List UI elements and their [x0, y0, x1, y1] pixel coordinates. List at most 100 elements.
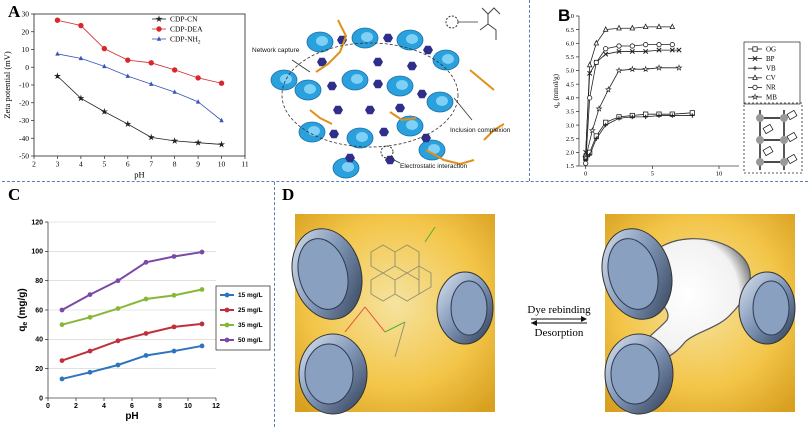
y-tick-label: 0: [39, 395, 43, 402]
linker: [345, 153, 355, 163]
imprinted-dye-molecule: [344, 226, 436, 358]
x-tick-label: 6: [130, 403, 134, 410]
data-point: [77, 94, 85, 102]
data-point: [148, 60, 154, 66]
series-line-1: [585, 49, 679, 153]
legend-marker: [224, 337, 230, 343]
x-tick-label: 6: [126, 160, 130, 169]
linker: [373, 57, 383, 67]
x-tick-label: 10: [716, 171, 723, 178]
x-tick-label: 11: [241, 160, 248, 169]
data-point: [171, 324, 177, 330]
legend-label: OG: [766, 45, 776, 53]
x-tick-label: 2: [74, 403, 78, 410]
y-tick-label: -30: [19, 116, 29, 125]
data-point: [615, 66, 623, 74]
data-point: [115, 338, 121, 344]
linker: [373, 79, 383, 89]
data-point: [143, 353, 149, 358]
y-tick-label: 6.5: [566, 27, 574, 34]
series-line-2: [585, 115, 693, 161]
data-point: [587, 95, 593, 101]
x-tick-label: 0: [46, 403, 50, 410]
data-point: [690, 113, 695, 118]
x-tick-label: 10: [184, 403, 192, 410]
dye-molecule: [483, 123, 505, 141]
cyclodextrin-cavity: [308, 126, 320, 136]
legend-label: CDP-NH2: [170, 35, 201, 46]
y-tick-label: 3.5: [566, 109, 574, 116]
vertical-divider-top: [529, 0, 530, 181]
legend-marker: [156, 36, 162, 41]
legend-label: CDP-CN: [170, 15, 198, 24]
panel-label-c: C: [8, 185, 21, 204]
panel-label-b: B: [558, 6, 571, 25]
y-tick-label: 1.5: [566, 163, 574, 170]
data-point: [147, 133, 155, 141]
data-point: [656, 47, 662, 53]
data-point: [199, 287, 205, 292]
y-tick-label: 3.0: [566, 122, 574, 129]
panel-d-rebinding-illustration: Dye rebinding Desorption: [291, 214, 796, 415]
legend-marker: [752, 56, 758, 62]
dye-molecule: [389, 111, 417, 122]
cyclodextrin-cavity: [436, 96, 448, 106]
series-line-0: [585, 112, 693, 159]
data-point: [669, 42, 675, 48]
linker: [383, 33, 393, 43]
legend-label: VB: [766, 65, 776, 73]
y-axis-label: Zeta potential (mV): [2, 51, 12, 119]
data-point: [643, 42, 649, 48]
data-point: [171, 67, 178, 73]
data-point: [115, 362, 121, 368]
series-line-2: [61, 288, 203, 326]
data-point: [675, 64, 683, 71]
network-capture-label: Network capture: [252, 47, 300, 54]
cyclodextrin-cavity: [428, 144, 440, 154]
data-point: [603, 51, 609, 57]
x-tick-label: 5: [102, 160, 106, 169]
dye-rebinding-label: Dye rebinding: [527, 304, 591, 316]
y-tick-label: 0: [25, 63, 29, 72]
legend-marker: [224, 292, 230, 298]
series-line-5: [585, 67, 679, 158]
legend-marker: [156, 26, 162, 32]
legend-marker: [752, 84, 758, 91]
left-imprint-box: [291, 214, 495, 415]
data-point: [143, 296, 149, 302]
highlight-circle-bottom: [380, 145, 394, 159]
data-point: [603, 46, 609, 52]
legend-marker: [751, 93, 759, 101]
cyclodextrin-cavity: [342, 162, 354, 172]
data-point: [594, 136, 599, 141]
data-point: [100, 107, 108, 115]
data-point: [218, 80, 225, 86]
series-line-1: [61, 322, 203, 362]
linker: [333, 105, 343, 115]
data-point: [643, 48, 649, 55]
inclusion-complexion-label: Inclusion complexion: [450, 127, 511, 134]
arrow-inclusion: [453, 97, 473, 121]
legend-label: CDP-DEA: [170, 25, 203, 34]
y-tick-label: 2.5: [566, 136, 574, 143]
data-point: [593, 59, 599, 65]
data-point: [199, 249, 205, 255]
capture-ellipse: [281, 42, 459, 148]
dye-molecule: [425, 149, 475, 166]
y-tick-label: 20: [35, 366, 43, 373]
vertical-divider-bottom: [274, 182, 275, 427]
data-point: [616, 48, 622, 55]
horizontal-divider: [2, 181, 808, 182]
series-line-2: [57, 53, 222, 121]
data-point: [616, 43, 622, 49]
y-axis-label: qe (mmol/g): [552, 73, 562, 108]
electrostatic-interaction-label: Electrostatic interaction: [400, 163, 468, 170]
series-line-0: [61, 344, 203, 380]
legend-marker: [224, 307, 230, 313]
data-point: [149, 81, 154, 86]
series-line-0: [57, 75, 222, 145]
data-point: [628, 65, 636, 73]
x-tick-label: 12: [212, 403, 220, 410]
